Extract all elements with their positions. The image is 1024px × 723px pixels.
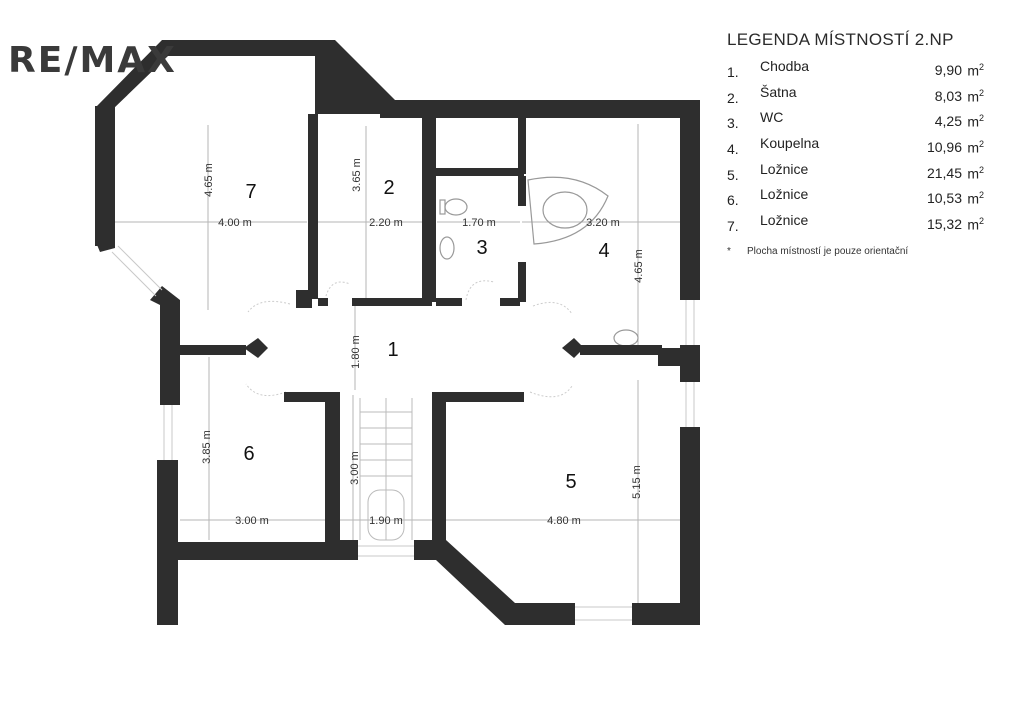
legend-row: 5. Ložnice 21,45 m2 xyxy=(727,161,992,187)
dim-r4-height: 4.65 m xyxy=(633,249,645,283)
legend-room-name: Šatna xyxy=(760,83,797,100)
unit-power: 2 xyxy=(978,62,984,72)
legend-room-name: Ložnice xyxy=(760,212,809,229)
room-numbers: 1 2 3 4 5 6 7 xyxy=(243,177,609,493)
legend-row: 6. Ložnice 10,53 m2 xyxy=(727,186,992,212)
room-number-6: 6 xyxy=(243,443,254,465)
legend-room-area: 8,03 xyxy=(934,87,962,104)
legend-room-number: 6. xyxy=(727,192,739,209)
wc-sink-icon xyxy=(439,236,455,260)
unit-power: 2 xyxy=(978,87,984,98)
legend-note: * Plocha místností je pouze orientační xyxy=(727,246,992,257)
unit-text: m xyxy=(967,216,979,233)
unit-text: m xyxy=(967,114,979,131)
room-number-1: 1 xyxy=(387,339,398,361)
legend-room-name: Ložnice xyxy=(760,186,809,203)
room-number-5: 5 xyxy=(565,471,576,493)
legend-area-unit: m2 xyxy=(967,113,984,130)
legend-area-unit: m2 xyxy=(967,216,984,233)
door-swings xyxy=(245,280,573,398)
unit-text: m xyxy=(967,191,979,208)
unit-text: m xyxy=(967,88,979,105)
legend-room-area: 10,53 xyxy=(926,190,962,207)
legend-row: 1. Chodba 9,90 m2 xyxy=(727,58,992,84)
unit-power: 2 xyxy=(978,139,984,150)
room-number-2: 2 xyxy=(383,177,394,199)
legend-room-number: 2. xyxy=(727,89,739,106)
legend-room-area: 4,25 xyxy=(934,113,962,130)
dim-r6-height: 3.85 m xyxy=(201,430,213,464)
dim-r7-width: 4.00 m xyxy=(218,217,252,229)
unit-power: 2 xyxy=(978,216,984,227)
legend-room-number: 1. xyxy=(727,64,739,80)
dim-r2-height: 3.65 m xyxy=(351,158,363,192)
legend-room-area: 15,32 xyxy=(926,216,962,233)
dim-r1-height: 1.80 m xyxy=(350,335,362,369)
legend-room-area: 21,45 xyxy=(926,164,962,181)
bathroom-fixtures xyxy=(439,176,639,347)
legend-area-unit: m2 xyxy=(967,165,984,182)
walls xyxy=(95,40,700,625)
legend-area-unit: m2 xyxy=(967,190,984,207)
legend-room-number: 3. xyxy=(727,115,739,132)
room-number-7: 7 xyxy=(245,181,256,203)
legend-title: LEGENDA MÍSTNOSTÍ 2.NP xyxy=(727,30,954,49)
legend-row: 7. Ložnice 15,32 m2 xyxy=(727,212,992,238)
legend-area-unit: m2 xyxy=(967,88,984,105)
legend-area-unit: m2 xyxy=(967,139,984,156)
dim-r5-width: 4.80 m xyxy=(547,515,581,527)
windows xyxy=(111,245,695,621)
note-text: Plocha místností je pouze orientační xyxy=(747,245,909,257)
dim-r4-width: 3.20 m xyxy=(586,217,620,229)
room-number-4: 4 xyxy=(598,240,609,262)
unit-power: 2 xyxy=(978,190,984,201)
legend-room-area: 10,96 xyxy=(926,139,962,156)
legend-room-number: 5. xyxy=(727,166,739,183)
legend-room-number: 7. xyxy=(727,218,739,235)
unit-power: 2 xyxy=(978,164,984,175)
legend-room-name: Koupelna xyxy=(760,135,820,152)
legend-row: 4. Koupelna 10,96 m2 xyxy=(727,135,992,161)
legend-row: 2. Šatna 8,03 m2 xyxy=(727,84,992,110)
toilet-icon xyxy=(444,198,468,216)
legend-room-area: 9,90 xyxy=(934,62,962,78)
unit-text: m xyxy=(967,165,979,182)
dim-r7-height: 4.65 m xyxy=(203,163,215,197)
legend-room-name: WC xyxy=(760,109,784,126)
dim-r2-width: 2.20 m xyxy=(369,217,403,229)
dim-stairs-width: 1.90 m xyxy=(369,515,403,527)
dimension-lines xyxy=(115,124,680,605)
legend-room-name: Ložnice xyxy=(760,160,809,177)
legend-room-name: Chodba xyxy=(760,58,810,74)
dim-r5-height: 5.15 m xyxy=(631,465,643,499)
legend-area-unit: m2 xyxy=(967,62,984,79)
note-marker: * xyxy=(727,245,731,257)
dim-stairs-height: 3.00 m xyxy=(349,451,361,485)
dimension-labels: 4.00 m 4.65 m 2.20 m 3.65 m 1.70 m 3.20 … xyxy=(201,158,645,527)
sink-icon xyxy=(613,329,639,347)
staircase xyxy=(359,398,413,541)
legend-row: 3. WC 4,25 m2 xyxy=(727,109,992,135)
dim-r6-width: 3.00 m xyxy=(235,515,269,527)
room-number-3: 3 xyxy=(476,237,487,259)
bathtub-icon xyxy=(527,176,609,245)
unit-power: 2 xyxy=(978,113,984,124)
remax-logo: RE/MAX xyxy=(8,40,177,81)
legend-room-number: 4. xyxy=(727,141,739,158)
unit-text: m xyxy=(967,62,979,79)
dim-r3-width: 1.70 m xyxy=(462,217,496,229)
unit-text: m xyxy=(967,139,979,156)
